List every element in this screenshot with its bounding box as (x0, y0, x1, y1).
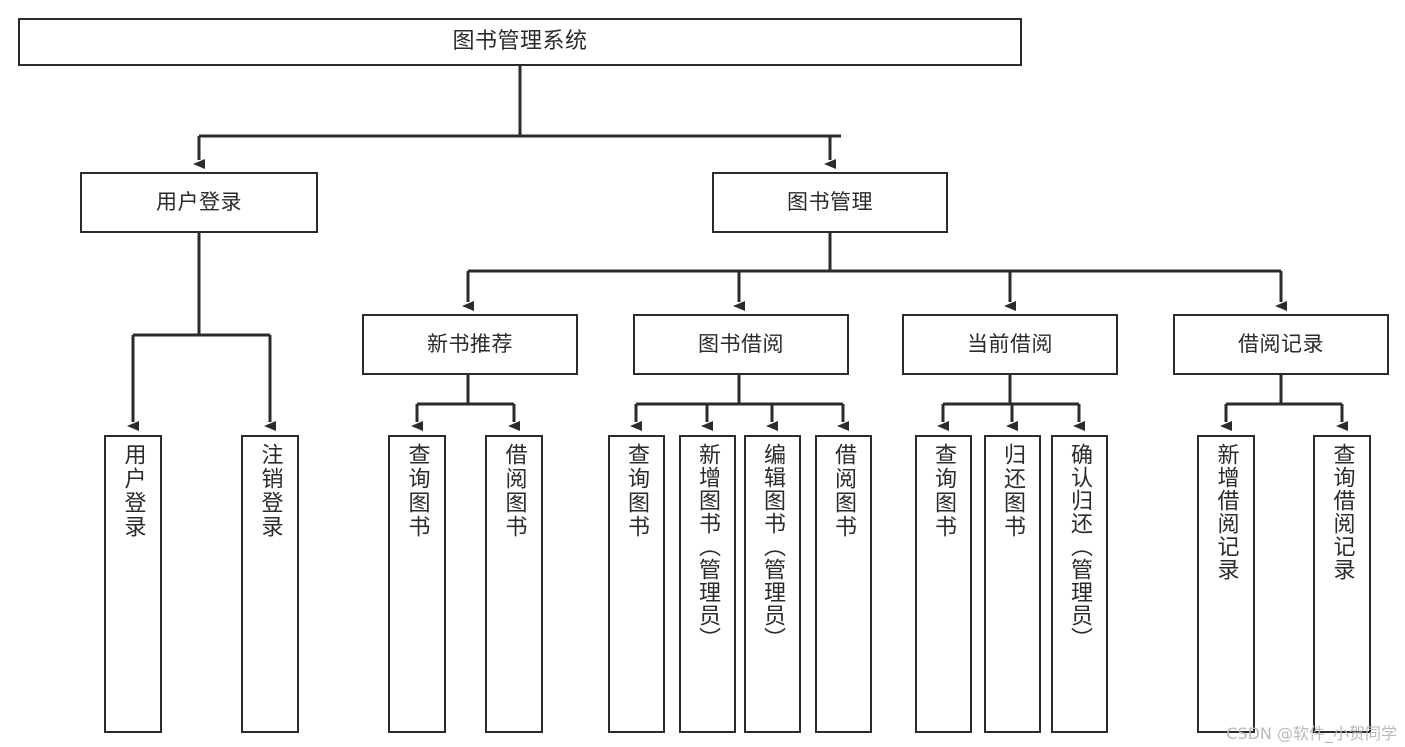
leaf-new-book-query-label: 查询图书 (404, 443, 430, 539)
leaf-user-login-label: 用户登录 (120, 443, 146, 539)
node-user-login-label: 用户登录 (156, 190, 242, 214)
leaf-borrow-book[interactable]: 借阅图书 (815, 435, 872, 733)
leaf-add-borrow-record-label: 新增借阅记录 (1213, 443, 1239, 581)
node-current-borrow-label: 当前借阅 (967, 332, 1053, 356)
node-new-book-recommend-label: 新书推荐 (427, 332, 513, 356)
leaf-add-borrow-record[interactable]: 新增借阅记录 (1197, 435, 1255, 733)
node-user-login[interactable]: 用户登录 (80, 172, 318, 233)
leaf-borrow-query-book[interactable]: 查询图书 (608, 435, 665, 733)
node-book-management-label: 图书管理 (787, 190, 873, 214)
leaf-new-book-query[interactable]: 查询图书 (388, 435, 446, 733)
leaf-edit-book-admin-label: 编辑图书（管理员） (760, 443, 786, 650)
leaf-current-query-book[interactable]: 查询图书 (915, 435, 972, 733)
leaf-new-book-borrow[interactable]: 借阅图书 (485, 435, 543, 733)
node-current-borrow[interactable]: 当前借阅 (902, 314, 1118, 375)
watermark: CSDN @软件_小贺同学 (1226, 724, 1397, 743)
node-book-borrow[interactable]: 图书借阅 (633, 314, 849, 375)
leaf-confirm-return-admin-label: 确认归还（管理员） (1067, 443, 1093, 650)
leaf-query-borrow-record-label: 查询借阅记录 (1329, 443, 1355, 581)
node-borrow-record[interactable]: 借阅记录 (1173, 314, 1389, 375)
leaf-logout-label: 注销登录 (257, 443, 283, 539)
leaf-borrow-book-label: 借阅图书 (831, 443, 857, 539)
leaf-edit-book-admin[interactable]: 编辑图书（管理员） (744, 435, 801, 733)
leaf-return-book[interactable]: 归还图书 (984, 435, 1041, 733)
leaf-query-borrow-record[interactable]: 查询借阅记录 (1313, 435, 1371, 733)
leaf-current-query-book-label: 查询图书 (931, 443, 957, 539)
leaf-logout[interactable]: 注销登录 (241, 435, 299, 733)
node-book-borrow-label: 图书借阅 (698, 332, 784, 356)
leaf-add-book-admin[interactable]: 新增图书（管理员） (679, 435, 736, 733)
node-root[interactable]: 图书管理系统 (18, 18, 1022, 66)
leaf-user-login[interactable]: 用户登录 (104, 435, 162, 733)
node-borrow-record-label: 借阅记录 (1238, 332, 1324, 356)
node-book-management[interactable]: 图书管理 (712, 172, 948, 233)
leaf-new-book-borrow-label: 借阅图书 (501, 443, 527, 539)
node-root-label: 图书管理系统 (452, 29, 588, 54)
leaf-return-book-label: 归还图书 (1000, 443, 1026, 539)
leaf-confirm-return-admin[interactable]: 确认归还（管理员） (1051, 435, 1108, 733)
leaf-borrow-query-book-label: 查询图书 (624, 443, 650, 539)
leaf-add-book-admin-label: 新增图书（管理员） (695, 443, 721, 650)
node-new-book-recommend[interactable]: 新书推荐 (362, 314, 578, 375)
